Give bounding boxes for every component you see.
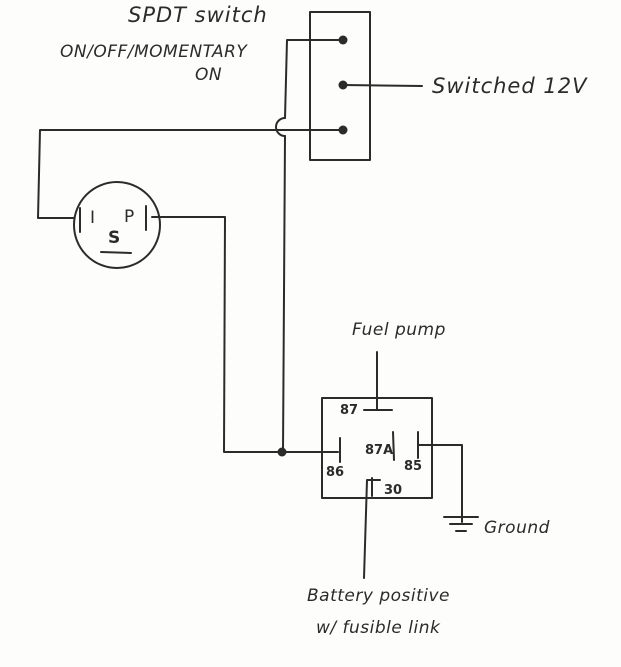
wire-crossover-hop [275,117,286,137]
ground-wire [417,444,463,523]
oil-switch-term-i: I [90,208,96,228]
junction-dot [277,447,287,457]
switch-bottom-to-oil-switch-wire [37,129,344,219]
switch-terminal-middle [338,80,348,90]
switch-terminal-top [338,35,348,45]
relay-87a-bar [392,431,395,461]
switched-12v-wire [342,84,423,87]
switch-mode-line-1: ON/OFF/MOMENTARY [60,42,248,62]
switched-12v-label: Switched 12V [432,74,588,98]
relay-pin-87a: 87A [365,443,394,458]
battery-wire [363,479,381,579]
oil-switch-s-underline [100,251,132,254]
oil-pressure-switch-body [73,181,161,269]
relay-pin-86: 86 [326,465,345,480]
ground-label: Ground [484,518,550,538]
switch-mode-line-2: ON [195,65,223,85]
relay-pin-30: 30 [384,483,403,498]
oil-switch-term-p: P [124,207,135,227]
switch-to-relay-wire [282,135,286,453]
oil-switch-term-s: S [108,228,121,248]
switch-top-terminal-wire [284,39,344,119]
switch-terminal-bottom [338,125,348,135]
switch-title: SPDT switch [128,3,268,27]
relay-pin-87: 87 [340,403,359,418]
battery-label-line-1: Battery positive [307,586,451,606]
relay-pin-85: 85 [404,459,423,474]
fuel-pump-label: Fuel pump [352,320,446,340]
oil-switch-to-relay-86-wire [151,216,339,453]
battery-label-line-2: w/ fusible link [316,618,441,638]
